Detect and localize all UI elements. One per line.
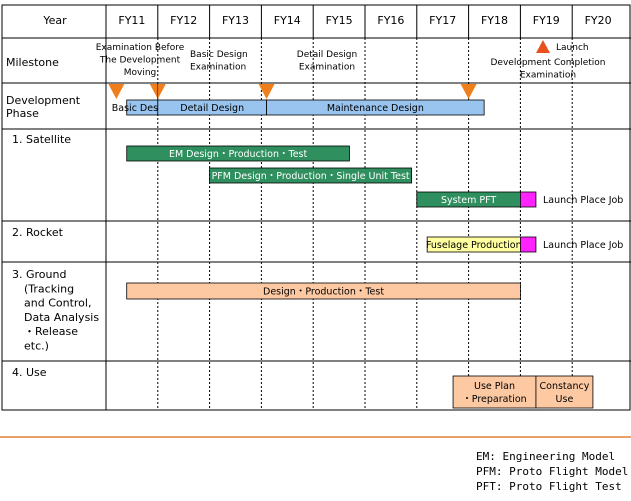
phase-bar <box>266 99 485 116</box>
milestone-triangle-icon <box>460 84 477 99</box>
satellite-launch-place-label: Launch Place Job <box>543 195 623 206</box>
milestone-label: Examination <box>520 71 576 81</box>
year-label-fy15: FY15 <box>326 14 353 27</box>
phase-label: Maintenance Design <box>327 103 424 114</box>
milestone-label: Development Completion <box>491 58 606 68</box>
year-label-fy19: FY19 <box>533 14 560 27</box>
row-label-ground: Data Analysis <box>24 311 99 324</box>
milestone-triangle-icon <box>108 84 125 99</box>
row-labels: FY11 FY12 FY13 FY14 FY15 FY16 FY17 FY18 FY19 FY20… <box>6 14 623 379</box>
ground-label: Design・Production・Test <box>263 287 384 298</box>
milestones-layer <box>108 40 550 99</box>
row-label-ground: (Tracking <box>24 282 74 295</box>
satellite-label: PFM Design・Production・Single Unit Test <box>212 171 410 182</box>
milestone-triangle-icon <box>258 84 275 99</box>
row-label-ground: ・Release <box>24 325 78 338</box>
row-label-development-phase: Development <box>6 94 81 107</box>
milestone-label: Examination Before <box>96 43 185 53</box>
year-label-fy20: FY20 <box>585 14 612 27</box>
abbreviation-legend: EM: Engineering Model PFM: Proto Flight … <box>476 449 628 494</box>
phase-label: Detail Design <box>180 103 244 114</box>
rocket-label: Fuselage Production <box>426 240 522 251</box>
row-label-use: 4. Use <box>12 366 47 379</box>
year-label-fy11: FY11 <box>118 14 145 27</box>
launch-triangle-icon <box>536 40 550 53</box>
satellite-bar <box>209 167 413 184</box>
row-label-satellite: 1. Satellite <box>12 133 71 146</box>
row-label-ground: and Control, <box>24 297 91 310</box>
year-label-fy12: FY12 <box>170 14 197 27</box>
use-label: Use Plan <box>474 381 515 392</box>
milestone-label: The Development <box>99 56 181 66</box>
use-bar <box>535 375 594 409</box>
milestone-label: Launch <box>556 43 589 53</box>
rocket-launch-place-label: Launch Place Job <box>543 240 623 251</box>
year-label-fy14: FY14 <box>274 14 301 27</box>
milestone-label: Examination <box>190 63 246 73</box>
milestone-label: Examination <box>299 63 355 73</box>
satellite-label: System PFT <box>441 195 496 206</box>
year-header-label: Year <box>42 14 67 27</box>
milestone-label: Detail Design <box>297 50 357 60</box>
satellite-bar <box>520 191 537 208</box>
use-label: Use <box>556 394 574 405</box>
legend-pfm: PFM: Proto Flight Model <box>476 465 629 478</box>
use-label: Constancy <box>540 381 590 392</box>
year-label-fy13: FY13 <box>222 14 249 27</box>
row-label-ground: 3. Ground <box>12 268 66 281</box>
row-label-development-phase: Phase <box>6 107 39 120</box>
footer-divider <box>0 436 631 438</box>
row-label-ground: etc.) <box>24 340 49 353</box>
satellite-bar <box>126 145 350 162</box>
row-label-rocket: 2. Rocket <box>12 226 64 239</box>
rocket-bar <box>520 236 537 253</box>
milestone-label: Basic Design <box>190 50 248 60</box>
satellite-label: EM Design・Production・Test <box>169 149 308 160</box>
year-label-fy18: FY18 <box>481 14 508 27</box>
legend-pft: PFT: Proto Flight Test <box>476 480 622 493</box>
year-label-fy17: FY17 <box>429 14 456 27</box>
grid-frame <box>1 4 631 411</box>
ground-bar <box>126 282 521 300</box>
milestone-label: Moving <box>124 68 157 78</box>
bars-layer: Basic Design Detail Design Maintenance Des… <box>112 99 594 409</box>
year-label-fy16: FY16 <box>377 14 404 27</box>
phase-label: Basic Design <box>112 103 173 114</box>
row-label-milestone: Milestone <box>6 56 59 69</box>
use-label: ・Preparation <box>462 394 526 405</box>
legend-em: EM: Engineering Model <box>476 450 616 463</box>
